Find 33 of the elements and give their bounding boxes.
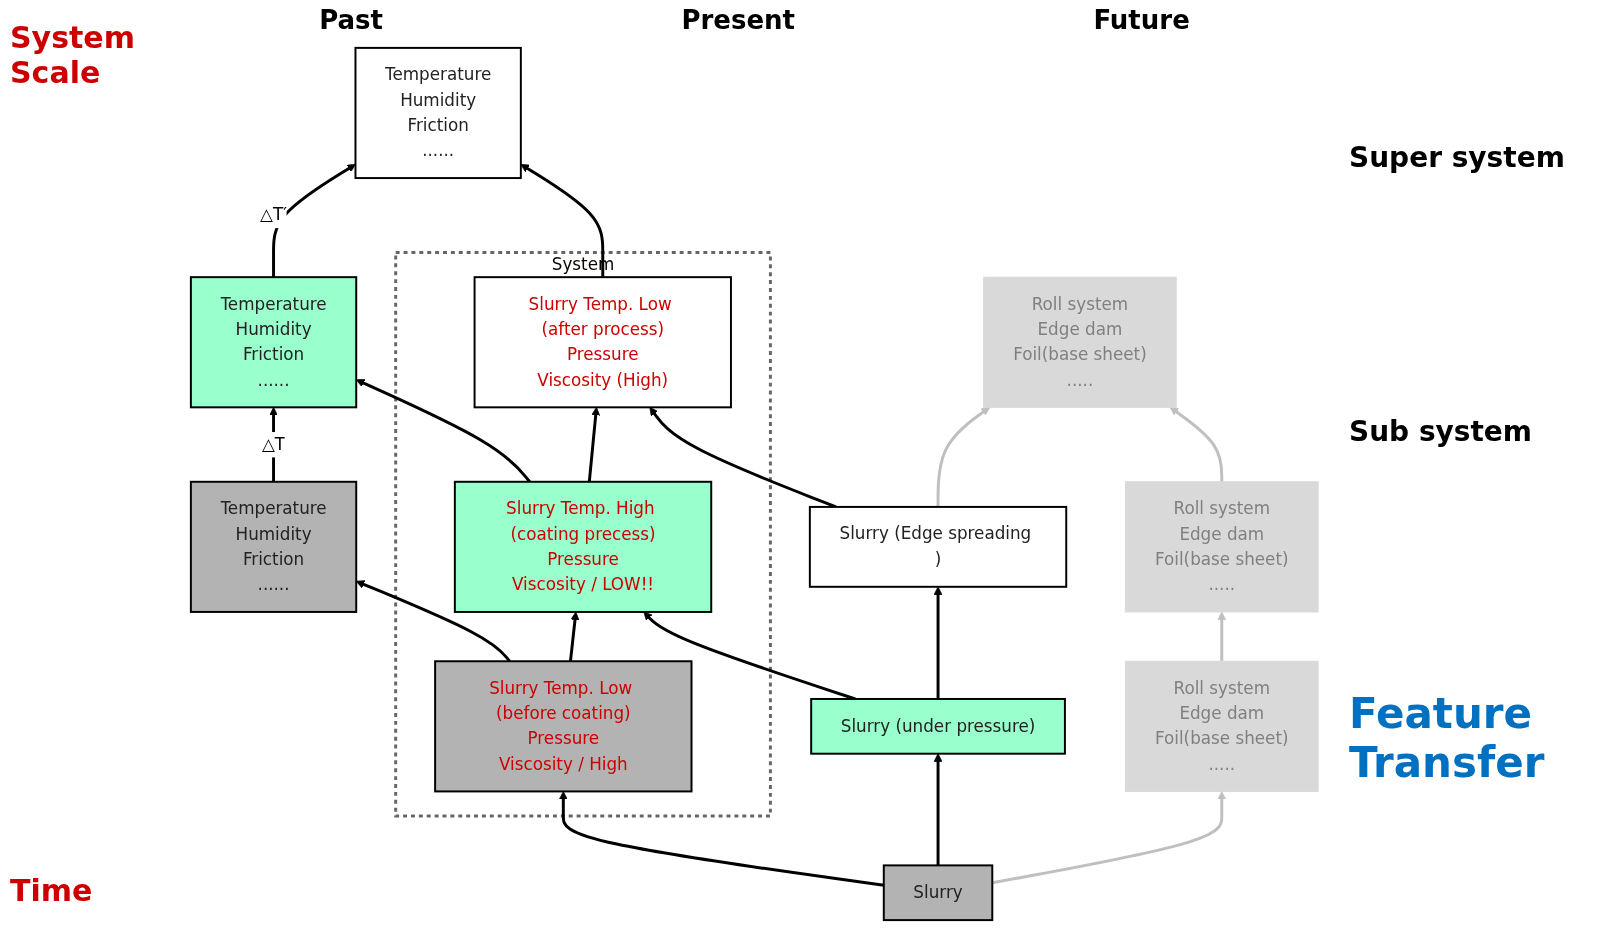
column-heading: Future [1093, 5, 1190, 35]
node-box: Slurry (under pressure) [810, 698, 1066, 755]
node-box: Slurry Temp. Low (after process) Pressure Viscosity (High) [473, 276, 732, 409]
axis-label: System Scale [10, 20, 136, 90]
arrow [933, 586, 943, 699]
arrow [520, 163, 605, 278]
annotation-text: Feature Transfer [1349, 689, 1546, 788]
level-label: Super system [1349, 140, 1566, 174]
node-box: Slurry Temp. Low (before coating) Pressure Viscosity / High [434, 660, 693, 793]
level-label: Sub system [1349, 415, 1534, 448]
arrow [933, 753, 943, 866]
column-heading: Past [319, 5, 383, 35]
node-box: Slurry [882, 864, 994, 922]
node-box: Roll system Edge dam Foil(base sheet) ..... [983, 276, 1177, 408]
axis-label: Time [10, 873, 94, 908]
edge-label: △T [261, 433, 286, 454]
node-box: Roll system Edge dam Foil(base sheet) ..... [1124, 481, 1319, 613]
arrow [1217, 611, 1227, 662]
edge-label: △T′ [260, 204, 288, 225]
arrow [936, 406, 991, 507]
arrow [992, 791, 1227, 885]
column-heading: Present [681, 5, 795, 35]
arrow [272, 163, 356, 278]
arrow [569, 611, 580, 662]
arrow [1169, 406, 1224, 482]
arrow [559, 791, 884, 887]
node-box: Slurry (Edge spreading ) [808, 505, 1068, 588]
node-box: Temperature Humidity Friction ...... [189, 276, 358, 409]
node-box: Temperature Humidity Friction ...... [354, 46, 522, 180]
node-box: Roll system Edge dam Foil(base sheet) ..... [1124, 660, 1319, 792]
node-box: Temperature Humidity Friction ...... [189, 480, 358, 613]
node-box: Slurry Temp. High (coating precess) Pressure Viscosity / LOW!! [453, 480, 713, 613]
arrow [587, 406, 601, 482]
